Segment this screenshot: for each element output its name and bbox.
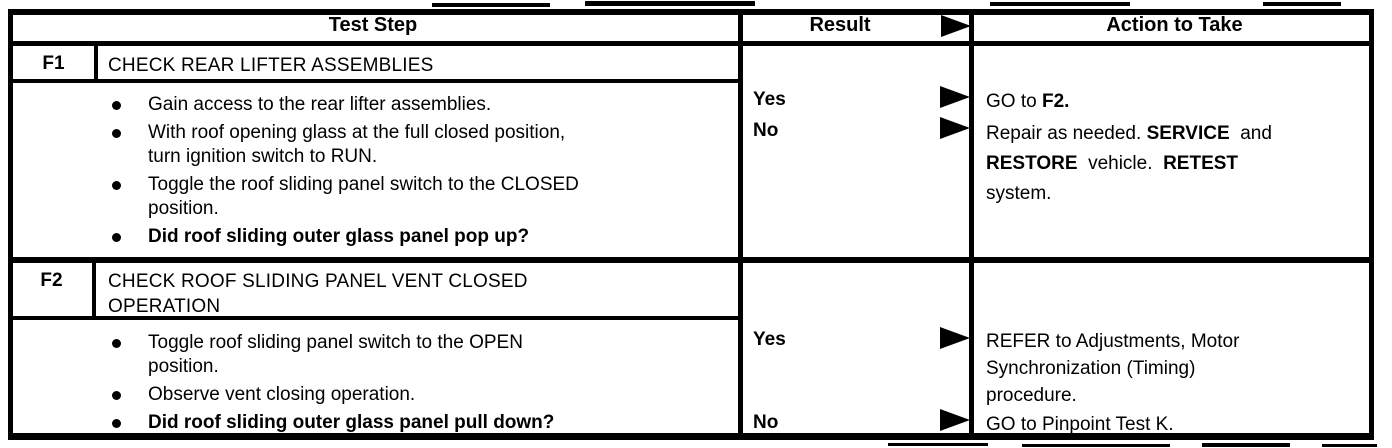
result-arrow-icon — [940, 409, 970, 431]
f2-result-no: No — [753, 412, 779, 433]
f1-bullet-2: With roof opening glass at the full clos… — [108, 121, 723, 169]
step-title-f2: CHECK ROOF SLIDING PANEL VENT CLOSED OPE… — [108, 271, 528, 317]
step-id-f2: F2 — [40, 270, 63, 291]
scan-artifact — [1022, 444, 1170, 447]
column-header-action-to-take: Action to Take — [1106, 14, 1243, 36]
column-divider-result-action — [969, 9, 974, 440]
scan-artifact — [1202, 443, 1290, 447]
bullet-icon — [112, 233, 121, 242]
column-header-result: Result — [809, 14, 871, 36]
header-bottom-rule — [8, 41, 1374, 46]
f1-bullet-question-text: Did roof sliding outer glass panel pop u… — [148, 226, 530, 247]
scan-artifact — [1322, 444, 1377, 447]
f2-bullet-1: Toggle roof sliding panel switch to the … — [108, 331, 723, 379]
f1-action-yes: GO to F2. — [986, 91, 1070, 112]
f2-bullet-list: Toggle roof sliding panel switch to the … — [108, 331, 723, 439]
column-divider-teststep-result — [738, 9, 743, 440]
scan-artifact — [1263, 2, 1341, 6]
result-arrow-icon — [941, 15, 971, 37]
f2-id-divider — [92, 263, 96, 316]
bullet-icon — [112, 129, 121, 138]
f1-bullet-3-text: Toggle the roof sliding panel switch to … — [148, 174, 579, 219]
f2-title-bottom-rule — [13, 316, 743, 320]
result-arrow-icon — [940, 327, 970, 349]
column-header-test-step: Test Step — [328, 14, 418, 36]
f2-result-yes: Yes — [753, 329, 786, 350]
f1-result-no: No — [753, 120, 779, 141]
f1-bullet-1: Gain access to the rear lifter assemblie… — [108, 93, 723, 117]
f2-bullet-question-text: Did roof sliding outer glass panel pull … — [148, 412, 555, 433]
bullet-icon — [112, 391, 121, 400]
f1-title-bottom-rule — [13, 79, 743, 83]
f1-f2-divider-rule — [8, 257, 1374, 263]
f1-result-yes: Yes — [753, 89, 786, 110]
scan-artifact — [432, 3, 550, 7]
f1-bullet-question: Did roof sliding outer glass panel pop u… — [108, 225, 723, 249]
result-arrow-icon — [940, 86, 970, 108]
scan-artifact — [888, 443, 988, 446]
f1-bullet-1-text: Gain access to the rear lifter assemblie… — [148, 94, 492, 115]
step-title-f1: CHECK REAR LIFTER ASSEMBLIES — [108, 55, 434, 76]
result-arrow-icon — [940, 117, 970, 139]
f2-action-no: GO to Pinpoint Test K. — [986, 414, 1174, 435]
f2-bullet-1-text: Toggle roof sliding panel switch to the … — [148, 332, 523, 377]
f1-bullet-2-text: With roof opening glass at the full clos… — [148, 122, 566, 167]
table-outer-border — [8, 9, 1374, 440]
f1-action-no: Repair as needed. SERVICE and RESTORE ve… — [986, 123, 1272, 204]
f2-bullet-question: Did roof sliding outer glass panel pull … — [108, 411, 723, 435]
bullet-icon — [112, 101, 121, 110]
bullet-icon — [112, 181, 121, 190]
f2-action-yes: REFER to Adjustments, Motor Synchronizat… — [986, 331, 1240, 406]
f1-bullet-3: Toggle the roof sliding panel switch to … — [108, 173, 723, 221]
scan-artifact — [990, 2, 1130, 6]
bullet-icon — [112, 339, 121, 348]
f1-bullet-list: Gain access to the rear lifter assemblie… — [108, 93, 723, 253]
scan-artifact — [585, 1, 755, 6]
f1-id-divider — [94, 46, 98, 79]
f2-bullet-2: Observe vent closing operation. — [108, 383, 723, 407]
bullet-icon — [112, 419, 121, 428]
f2-bullet-2-text: Observe vent closing operation. — [148, 384, 416, 405]
step-id-f1: F1 — [42, 53, 65, 74]
